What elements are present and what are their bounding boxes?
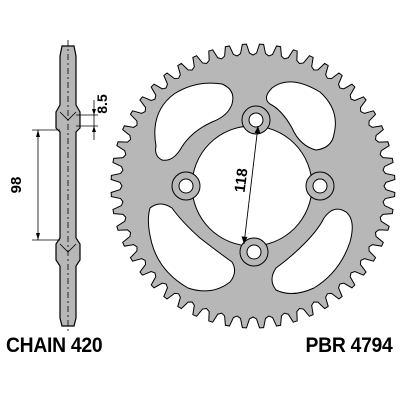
- side-hub-step-upper: [59, 111, 77, 121]
- side-hub-step-lower: [59, 243, 77, 253]
- bolt-circle-dimension-label: 118: [232, 167, 252, 193]
- bolt-hole-right: [305, 171, 335, 201]
- offset-arrowhead-top: [92, 109, 96, 115]
- dimension-side-height: 98: [8, 129, 60, 241]
- bolt-hole-top: [241, 105, 271, 135]
- bolt-circle-dimension-line: [243, 125, 259, 245]
- dimension-offset: 8.5: [76, 94, 110, 140]
- part-number-label: PBR 4794: [305, 334, 392, 357]
- cutout-top: [266, 81, 336, 151]
- sprocket-front-view: 118: [110, 43, 396, 329]
- side-profile-view: [55, 40, 81, 332]
- cutout-right: [271, 208, 353, 294]
- offset-arrowhead-bottom: [92, 126, 96, 132]
- height-arrowhead-bottom: [36, 233, 40, 240]
- height-arrowhead-top: [36, 130, 40, 137]
- chain-size-label: CHAIN 420: [6, 334, 103, 357]
- bolt-circle-arrowhead-bottom: [241, 236, 248, 244]
- bolt-hole-left: [171, 171, 201, 201]
- bolt-hole-bottom: [239, 237, 269, 267]
- side-height-dimension-label: 98: [8, 177, 25, 194]
- offset-dimension-label: 8.5: [94, 94, 110, 114]
- bolt-circle-arrowhead-top: [254, 126, 261, 134]
- cutout-bottom: [147, 203, 236, 292]
- cutout-left: [154, 82, 234, 161]
- dimension-bolt-circle: 118: [232, 125, 261, 245]
- center-bore: [191, 125, 313, 247]
